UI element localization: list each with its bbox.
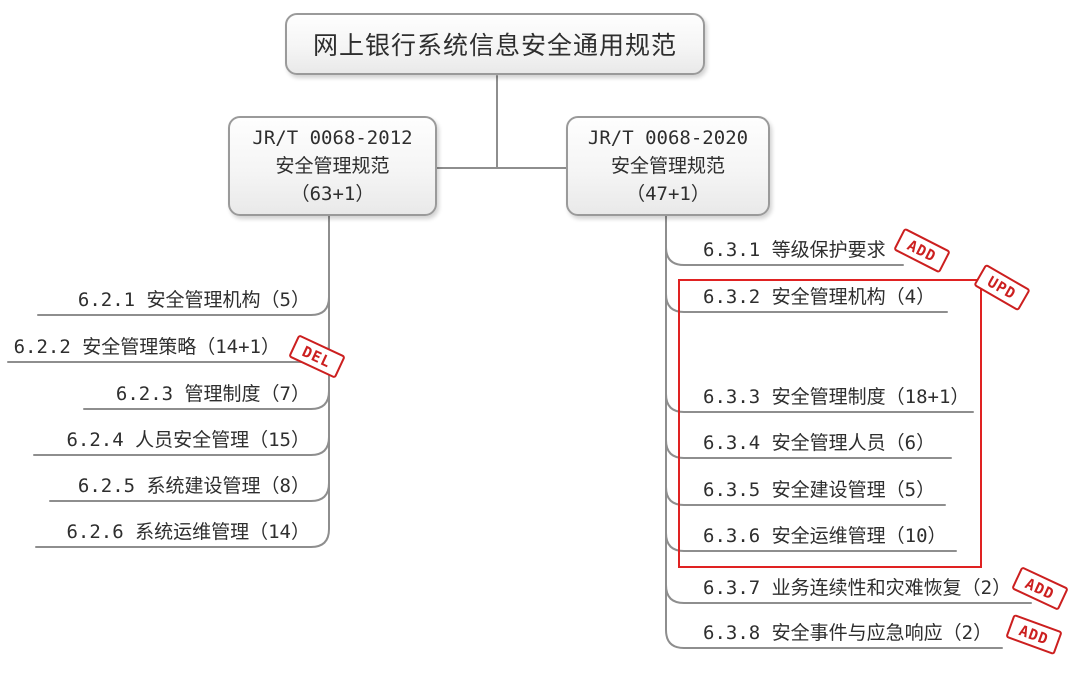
- item-6-2-5: 6.2.5 系统建设管理（8）: [77, 475, 310, 497]
- item-6-3-6: 6.3.6 安全运维管理（10）: [703, 525, 947, 547]
- item-6-3-1: 6.3.1 等级保护要求: [703, 239, 886, 261]
- item-6-2-3: 6.2.3 管理制度（7）: [115, 383, 310, 405]
- right-standard-node: JR/T 0068-2020 安全管理规范 （47+1）: [566, 116, 770, 216]
- right-standard-count: （47+1）: [626, 183, 710, 205]
- item-6-2-4: 6.2.4 人员安全管理（15）: [66, 429, 310, 451]
- item-6-2-2: 6.2.2 安全管理策略（14+1）: [13, 336, 280, 358]
- left-standard-node: JR/T 0068-2012 安全管理规范 （63+1）: [228, 116, 437, 216]
- item-6-3-4: 6.3.4 安全管理人员（6）: [703, 432, 936, 454]
- root-title: 网上银行系统信息安全通用规范: [312, 31, 677, 60]
- root-node: 网上银行系统信息安全通用规范: [285, 13, 705, 75]
- updated-group-highlight: [678, 279, 982, 568]
- item-6-3-8: 6.3.8 安全事件与应急响应（2）: [703, 622, 993, 644]
- item-6-3-5: 6.3.5 安全建设管理（5）: [703, 479, 936, 501]
- right-standard-name: 安全管理规范: [610, 155, 725, 177]
- left-standard-name: 安全管理规范: [275, 155, 390, 177]
- item-6-3-3: 6.3.3 安全管理制度（18+1）: [703, 386, 970, 408]
- left-standard-code: JR/T 0068-2012: [252, 127, 413, 149]
- left-standard-count: （63+1）: [290, 183, 375, 205]
- item-6-3-2: 6.3.2 安全管理机构（4）: [703, 286, 936, 308]
- right-standard-code: JR/T 0068-2020: [587, 127, 749, 149]
- item-6-3-7: 6.3.7 业务连续性和灾难恢复（2）: [703, 577, 1012, 599]
- item-6-2-1: 6.2.1 安全管理机构（5）: [77, 289, 310, 311]
- item-6-2-6: 6.2.6 系统运维管理（14）: [66, 521, 310, 543]
